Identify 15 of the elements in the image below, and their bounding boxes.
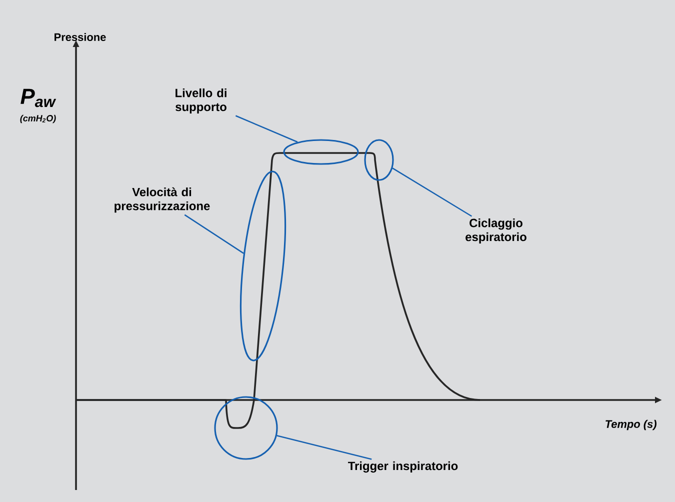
callout-label: Ciclaggio espiratorio [466, 218, 526, 244]
callout-label: Trigger inspiratorio [348, 461, 458, 473]
leader-line [235, 115, 298, 143]
callout-label: Velocità di pressurizzazione [114, 187, 210, 213]
callout-label: Livello di supporto [176, 88, 226, 114]
highlight-circle [214, 396, 278, 460]
leader-line [184, 214, 244, 254]
axis-label: Pressione [54, 32, 106, 42]
axis-symbol: P$_{aw}$ [20, 88, 56, 108]
leader-line [276, 435, 372, 460]
highlight-ellipse [364, 139, 394, 181]
axis-label: Tempo (s) [606, 420, 656, 430]
leader-line [392, 168, 472, 217]
unit-label: (cmH$_{2}$O) [20, 114, 56, 124]
highlight-ellipse [283, 139, 359, 165]
